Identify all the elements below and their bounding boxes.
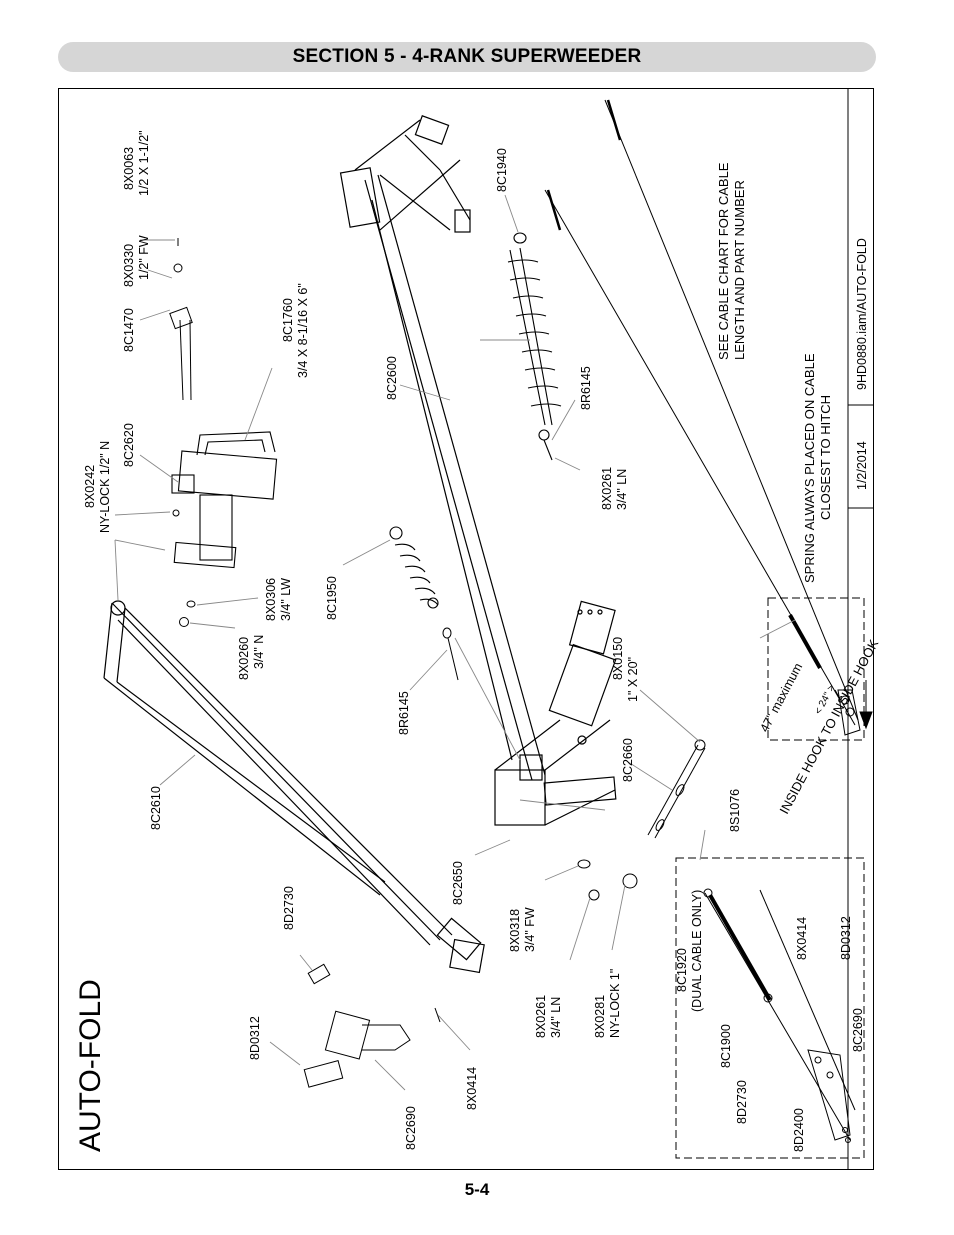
note-hook-2: 47" maximum — [757, 661, 805, 735]
drawing-frame — [58, 88, 874, 1170]
label-8S1076: 8S1076 — [728, 789, 742, 832]
note-spring-1: SPRING ALWAYS PLACED ON CABLE — [802, 353, 817, 583]
diagram-title: AUTO-FOLD — [74, 979, 107, 1152]
label-8X0261-a: 8X0261 — [600, 467, 614, 510]
label-8C1900: 8C1900 — [719, 1024, 733, 1068]
label-8C1470: 8C1470 — [122, 308, 136, 352]
label-8X0261-c: 8X0261 — [534, 995, 548, 1038]
title-block-date: 1/2/2014 — [855, 441, 869, 490]
label-8X0306-b: 3/4" LW — [279, 578, 293, 621]
note-cable-chart-2: LENGTH AND PART NUMBER — [732, 180, 747, 360]
pin-8X0150 — [647, 739, 706, 839]
label-8C2610: 8C2610 — [149, 786, 163, 830]
label-8X0261-b: 3/4" LN — [615, 469, 629, 510]
label-8R6145-b: 8R6145 — [579, 366, 593, 410]
label-8D0312-b: 8D0312 — [839, 916, 853, 960]
nut-8X0260 — [179, 617, 189, 627]
label-8C2660: 8C2660 — [621, 738, 635, 782]
part-labels: 8X0063 1/2 X 1-1/2" 8X0330 1/2" FW 8C147… — [83, 130, 865, 1152]
label-8D2730-a: 8D2730 — [282, 886, 296, 930]
label-8D2400: 8D2400 — [792, 1108, 806, 1152]
label-8C1760-b: 3/4 X 8-1/16 X 6" — [296, 283, 310, 378]
section-title: SECTION 5 - 4-RANK SUPERWEEDER — [292, 46, 642, 67]
label-8C2690-a: 8C2690 — [404, 1106, 418, 1150]
label-8X0281-a: 8X0281 — [593, 995, 607, 1038]
label-8C2600: 8C2600 — [385, 356, 399, 400]
label-8X0063-b: 1/2 X 1-1/2" — [137, 130, 151, 196]
title-block-file: 9HD0880.iam/AUTO-FOLD — [855, 238, 869, 390]
arm-8C2610 — [103, 600, 485, 974]
label-8X0150-a: 8X0150 — [611, 637, 625, 680]
spring-8C1940 — [507, 232, 562, 461]
label-8X0150-b: 1" X 20" — [626, 657, 640, 702]
label-8C2690-b: 8C2690 — [851, 1008, 865, 1052]
page-number: 5-4 — [464, 1180, 490, 1199]
spring-8C1950 — [389, 526, 439, 609]
note-cable-chart-1: SEE CABLE CHART FOR CABLE — [716, 162, 731, 360]
clevis-8C2690 — [303, 963, 441, 1088]
cable-detail-box — [767, 597, 865, 741]
label-8D0312-a: 8D0312 — [248, 1016, 262, 1060]
lockwasher-8X0306 — [186, 600, 196, 608]
label-8X0242-b: NY-LOCK 1/2" N — [98, 441, 112, 533]
label-8X0318-b: 3/4" FW — [523, 907, 537, 952]
label-8X0306-a: 8X0306 — [264, 578, 278, 621]
label-8X0260-b: 3/4" N — [252, 635, 266, 669]
pin-8C1470 — [169, 238, 193, 401]
nut-8X0261 — [588, 889, 600, 901]
label-8X0063-a: 8X0063 — [122, 147, 136, 190]
label-8X0414-a: 8X0414 — [465, 1067, 479, 1110]
washer-8X0318 — [577, 859, 591, 869]
beam-8C2600 — [339, 115, 546, 781]
label-8D2730-b: 8D2730 — [735, 1080, 749, 1124]
label-8X0330-b: 1/2" FW — [137, 235, 151, 280]
dual-cable-box — [675, 857, 865, 1159]
label-8X0281-b: NY-LOCK 1" — [608, 969, 622, 1038]
detail-arrow-head — [859, 711, 873, 730]
label-8X0318-a: 8X0318 — [508, 909, 522, 952]
label-8C1920-a: 8C1920 — [675, 948, 689, 992]
label-8X0242-a: 8X0242 — [83, 465, 97, 508]
label-8C1760-a: 8C1760 — [281, 298, 295, 342]
label-8R6145-a: 8R6145 — [397, 691, 411, 735]
bracket-8C1760 — [171, 431, 278, 569]
eyebolt-8R6145 — [442, 627, 459, 681]
label-8C2650: 8C2650 — [451, 861, 465, 905]
nut-8X0242 — [172, 509, 180, 517]
leader-lines — [114, 194, 796, 1091]
label-8C1920-b: (DUAL CABLE ONLY) — [690, 890, 704, 1012]
label-8C2620: 8C2620 — [122, 423, 136, 467]
label-8C1950: 8C1950 — [325, 576, 339, 620]
note-spring-2: CLOSEST TO HITCH — [818, 395, 833, 520]
section-header: SECTION 5 - 4-RANK SUPERWEEDER — [58, 42, 876, 72]
nylock-8X0281 — [622, 873, 638, 889]
dual-cable-inset — [703, 888, 856, 1143]
label-8X0414-b: 8X0414 — [795, 917, 809, 960]
label-8X0260-a: 8X0260 — [237, 637, 251, 680]
label-8X0261-d: 3/4" LN — [549, 997, 563, 1038]
label-8C1940: 8C1940 — [495, 148, 509, 192]
cables — [544, 99, 861, 736]
label-8X0330-a: 8X0330 — [122, 244, 136, 287]
